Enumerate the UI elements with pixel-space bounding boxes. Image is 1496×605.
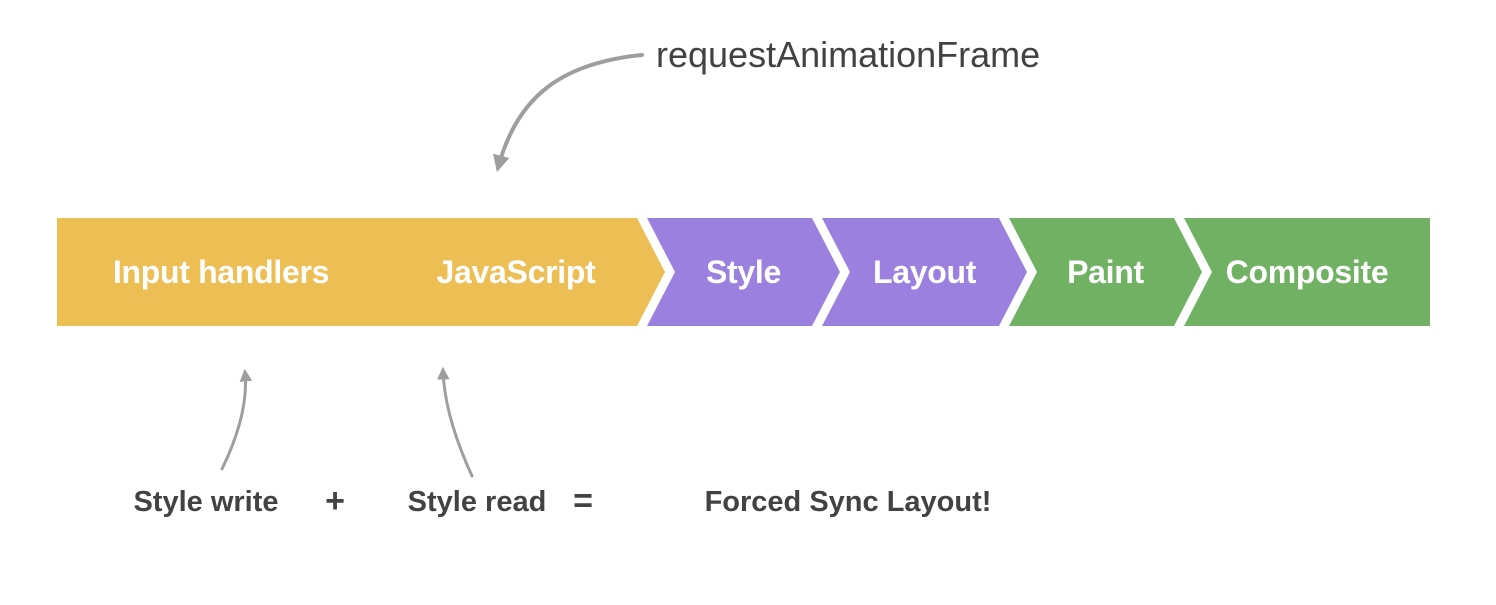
style-write-arrow bbox=[220, 368, 253, 471]
pipeline-segment-style: Style bbox=[647, 218, 840, 326]
segment-label: Input handlers bbox=[112, 253, 330, 290]
segment-label: Style bbox=[706, 253, 781, 290]
pipeline-segment-paint: Paint bbox=[1009, 218, 1202, 326]
request-animation-frame-label: requestAnimationFrame bbox=[656, 34, 1041, 75]
pipeline-segment-javascript: JavaScript bbox=[367, 218, 665, 326]
pipeline-bar: Input handlers JavaScript Style Layout P… bbox=[57, 218, 1430, 326]
pipeline-segment-input-handlers: Input handlers bbox=[57, 218, 411, 326]
segment-label: JavaScript bbox=[436, 253, 596, 290]
style-read-label: Style read bbox=[407, 486, 547, 518]
segment-label: Layout bbox=[872, 253, 977, 290]
equals-sign: = bbox=[573, 482, 593, 520]
forced-sync-layout-label: Forced Sync Layout! bbox=[704, 486, 992, 518]
pipeline-segment-layout: Layout bbox=[822, 218, 1027, 326]
plus-sign: + bbox=[325, 482, 345, 520]
style-read-arrow bbox=[436, 366, 474, 478]
segment-label: Composite bbox=[1225, 253, 1389, 290]
style-write-label: Style write bbox=[133, 486, 279, 518]
pipeline-segment-composite: Composite bbox=[1184, 218, 1430, 326]
raf-arrow bbox=[493, 53, 644, 173]
segment-label: Paint bbox=[1067, 253, 1144, 290]
